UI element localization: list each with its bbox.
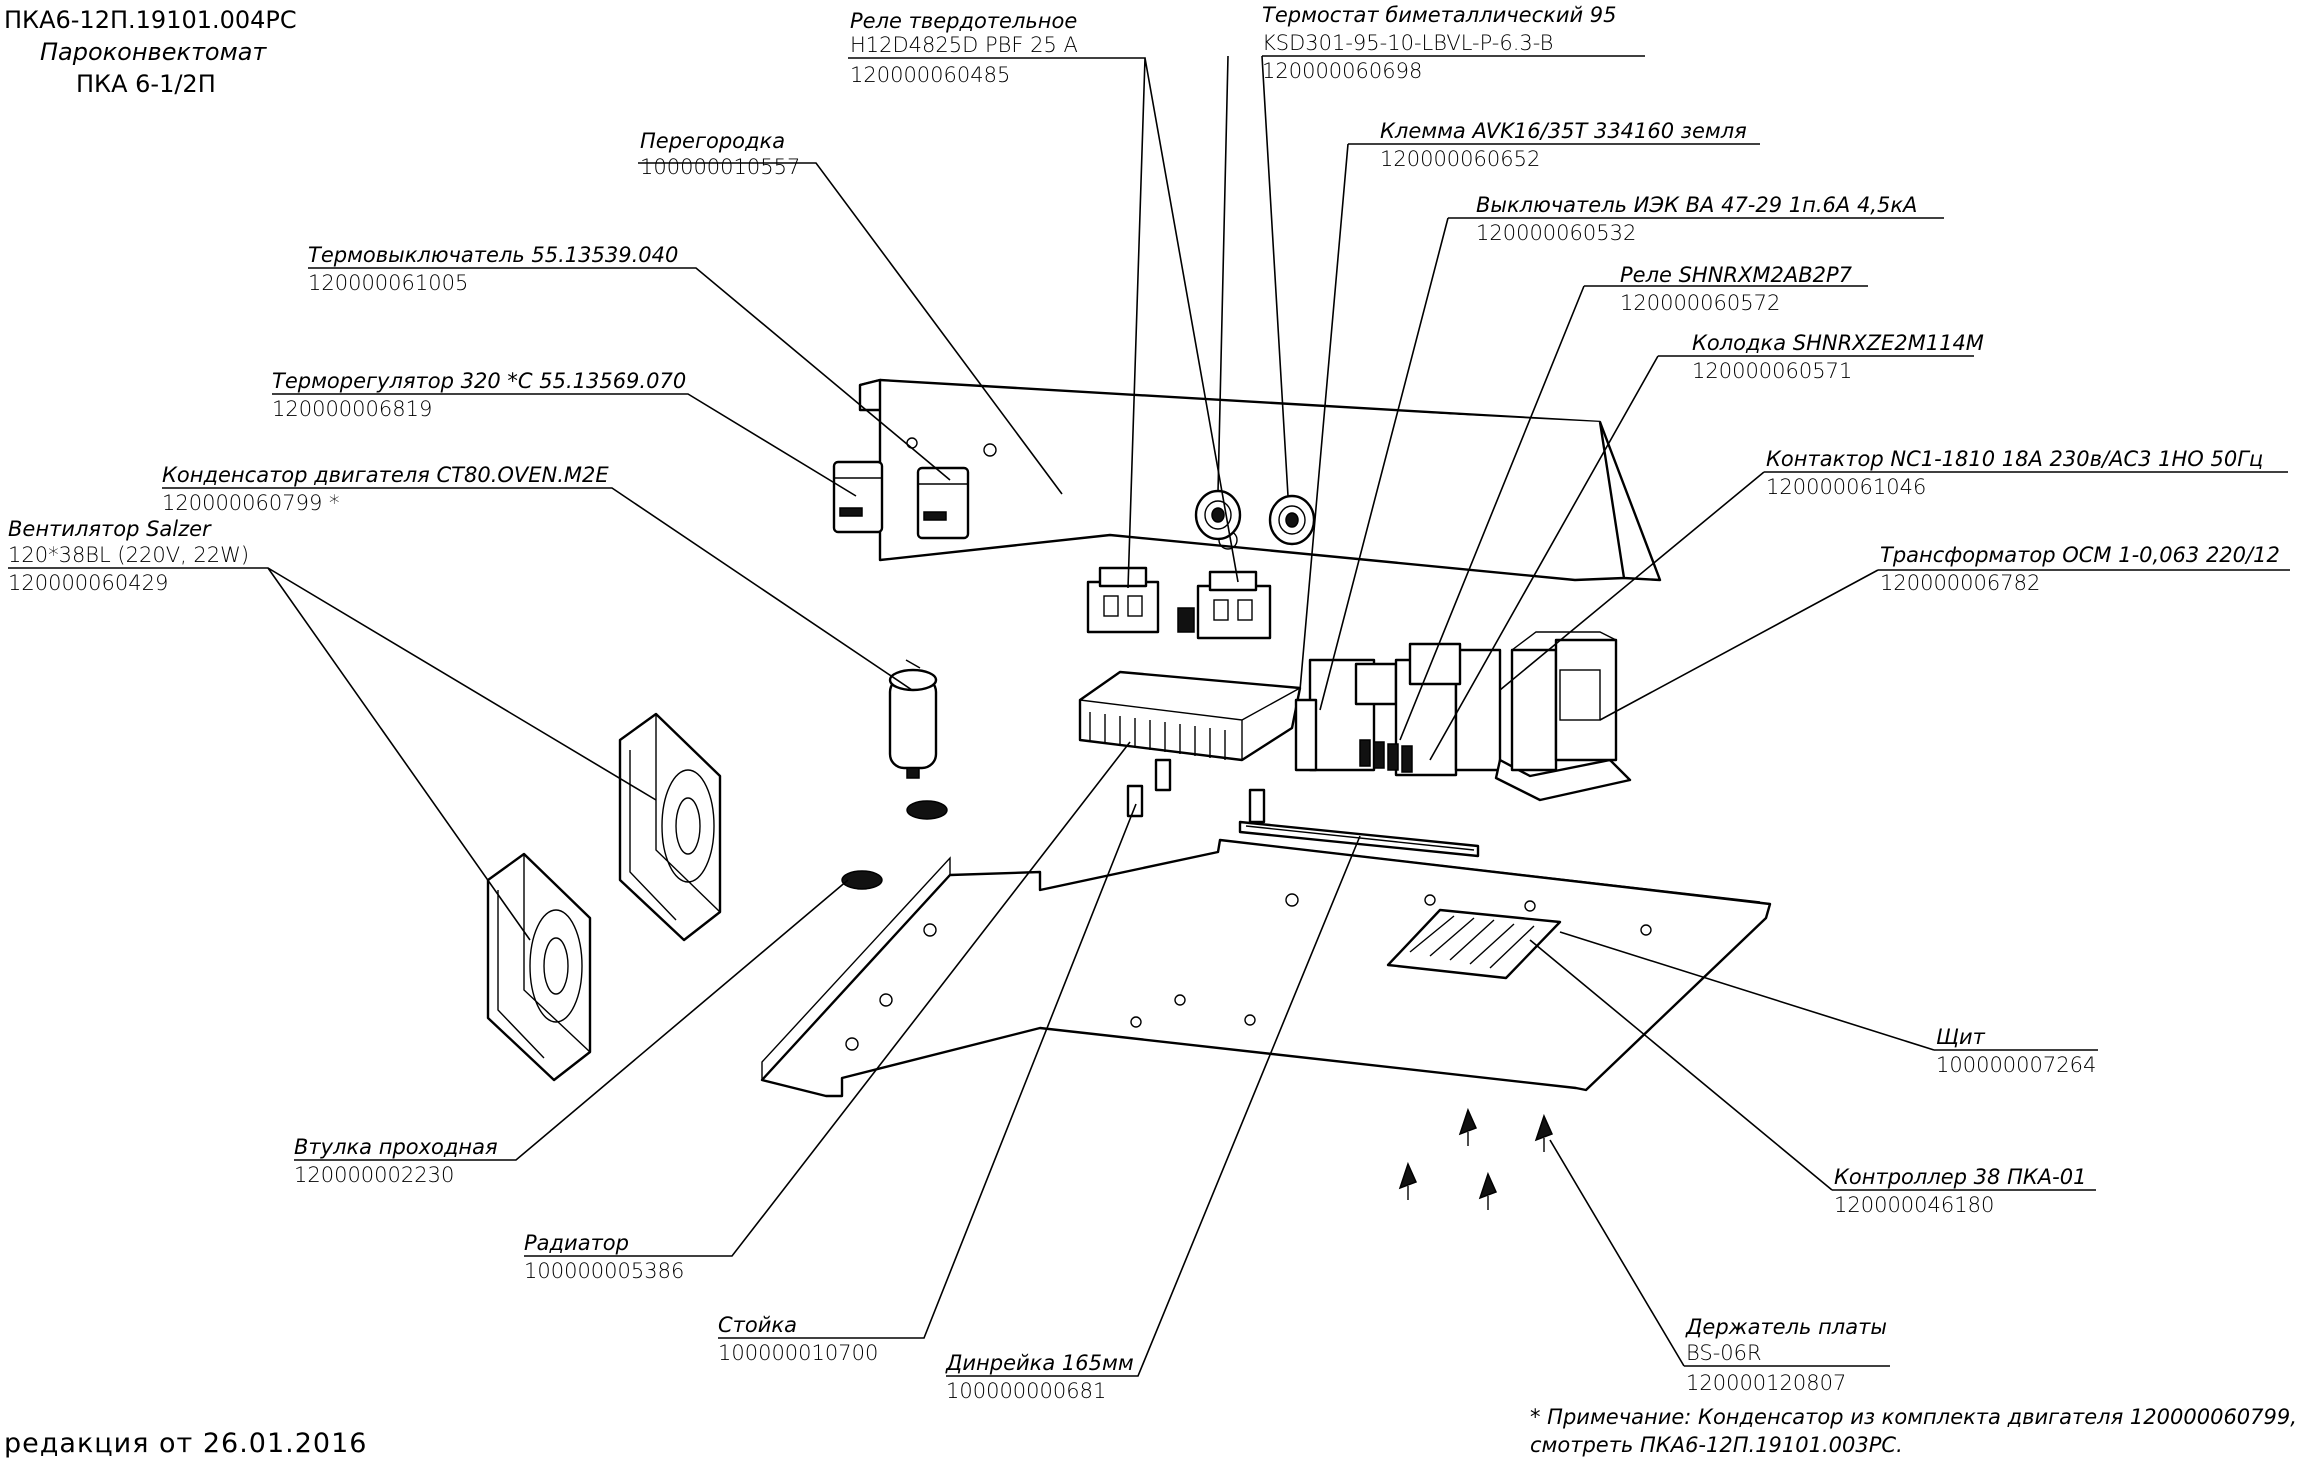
board-holders [1398, 1107, 1554, 1210]
callout-partition-code: 100000010557 [640, 155, 800, 179]
callout-relay-shnr-code: 120000060572 [1620, 291, 1780, 315]
radiator-heatsink [1078, 670, 1302, 762]
callout-thermostat-code: 120000060698 [1262, 59, 1422, 83]
controller-board [1386, 908, 1562, 980]
thermal-regulator [916, 466, 970, 540]
callout-relay-shnr-name: Реле SHNRXM2AB2P7 [1620, 263, 1853, 287]
callout-grommet-code: 120000002230 [294, 1163, 454, 1187]
callout-fan-name-2: 120*38BL (220V, 22W) [8, 543, 249, 567]
partition-plate [858, 378, 1662, 582]
callout-board-holder-code: 120000120807 [1686, 1371, 1846, 1395]
fan-upper [618, 712, 722, 942]
switchgear-block [1294, 642, 1502, 777]
callout-labels: Реле твердотельное H12D4825D PBF 25 A 12… [8, 3, 2280, 1403]
callout-thermal-switch-code: 120000061005 [308, 271, 468, 295]
callout-contactor-name: Контактор NC1-1810 18А 230в/АС3 1НО 50Гц [1766, 447, 2263, 471]
thermal-switch-1 [832, 460, 884, 534]
grommets [841, 800, 948, 890]
footnote-line-1: * Примечание: Конденсатор из комплекта д… [1530, 1405, 2297, 1429]
base-panel [760, 838, 1772, 1098]
callout-board-holder-name-2: BS-06R [1686, 1341, 1762, 1365]
transformer [1494, 631, 1632, 802]
callout-standoff-name: Стойка [718, 1313, 797, 1337]
footnote-line-2: смотреть ПКА6-12П.19101.003РС. [1530, 1433, 1903, 1457]
callout-thermostat-name-1: Термостат биметаллический 95 [1262, 3, 1617, 27]
bimetal-thermostat-left [1194, 489, 1242, 541]
callout-solid-state-relay-name-1: Реле твердотельное [850, 9, 1077, 33]
callout-transformer-code: 120000006782 [1880, 571, 2040, 595]
callout-solid-state-relay-code: 120000060485 [850, 63, 1010, 87]
callout-din-rail-name: Динрейка 165мм [945, 1351, 1134, 1375]
bimetal-thermostat-right [1268, 494, 1316, 546]
callout-socket-name: Колодка SHNRXZE2M114M [1692, 331, 1984, 355]
callout-din-rail-code: 100000000681 [946, 1379, 1106, 1403]
title-block: ПКА6-12П.19101.004РС Пароконвектомат ПКА… [4, 6, 297, 98]
callout-radiator-code: 100000005386 [524, 1259, 684, 1283]
callout-panel-code: 100000007264 [1936, 1053, 2096, 1077]
callout-contactor-code: 120000061046 [1766, 475, 1926, 499]
callout-radiator-name: Радиатор [524, 1231, 629, 1255]
callout-panel-name: Щит [1936, 1025, 1986, 1049]
product-name: Пароконвектомат [40, 38, 267, 66]
standoffs [1126, 758, 1266, 824]
callout-socket-code: 120000060571 [1692, 359, 1852, 383]
callout-thermal-switch-name: Термовыключатель 55.13539.040 [308, 243, 678, 267]
fan-lower [486, 852, 592, 1082]
solid-state-relay-left [1086, 566, 1160, 634]
callout-solid-state-relay-name-2: H12D4825D PBF 25 A [850, 33, 1078, 57]
motor-capacitor [888, 659, 938, 779]
product-model: ПКА 6-1/2П [76, 70, 216, 98]
callout-breaker-code: 120000060532 [1476, 221, 1636, 245]
callout-grommet-name: Втулка проходная [294, 1135, 498, 1159]
callout-fan-code: 120000060429 [8, 571, 168, 595]
callout-breaker-name: Выключатель ИЭК ВА 47-29 1п.6А 4,5кА [1476, 193, 1917, 217]
callout-partition-name: Перегородка [640, 129, 785, 153]
revision-date: редакция от 26.01.2016 [4, 1428, 367, 1459]
callout-fan-name-1: Вентилятор Salzer [8, 517, 212, 541]
callout-thermostat-name-2: KSD301-95-10-LBVL-P-6.3-B [1262, 31, 1553, 55]
callout-capacitor-name: Конденсатор двигателя CT80.OVEN.M2E [162, 463, 609, 487]
callout-thermoregulator-name: Терморегулятор 320 *С 55.13569.070 [272, 369, 686, 393]
callout-standoff-code: 100000010700 [718, 1341, 878, 1365]
callout-terminal-code: 120000060652 [1380, 147, 1540, 171]
callout-capacitor-code: 120000060799 * [162, 491, 340, 515]
callout-terminal-name: Клемма AVK16/35T 334160 земля [1380, 119, 1747, 143]
callout-thermoregulator-code: 120000006819 [272, 397, 432, 421]
solid-state-relay-right [1177, 570, 1272, 640]
callout-controller-name: Контроллер 38 ПКА-01 [1834, 1165, 2086, 1189]
doc-number: ПКА6-12П.19101.004РС [4, 6, 297, 34]
callout-controller-code: 120000046180 [1834, 1193, 1994, 1217]
callout-board-holder-name-1: Держатель платы [1685, 1315, 1887, 1339]
callout-transformer-name: Трансформатор ОСМ 1-0,063 220/12 [1880, 543, 2280, 567]
leader-lines [8, 55, 2290, 1377]
